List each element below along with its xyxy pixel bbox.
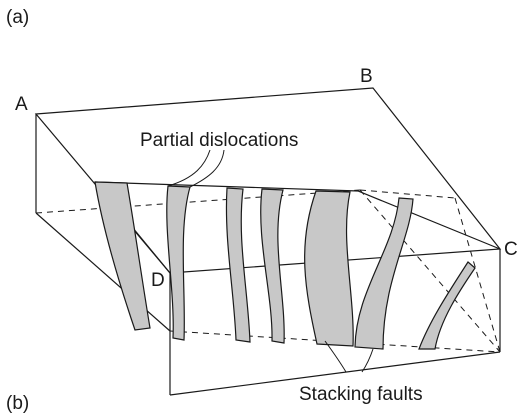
partial-dislocations-label: Partial dislocations — [140, 130, 298, 151]
stacking-fault-ribbons — [94, 181, 476, 350]
corner-label-d: D — [151, 270, 165, 291]
corner-label-a: A — [15, 94, 28, 115]
slip-plane-edges — [94, 181, 501, 274]
stacking-fault-ribbon — [225, 187, 251, 343]
stacking-fault-ribbon — [418, 261, 476, 350]
corner-label-b: B — [360, 66, 373, 87]
stacking-faults-label: Stacking faults — [299, 384, 423, 405]
stacking-fault-ribbon — [260, 188, 285, 344]
panel-label-a: (a) — [6, 7, 29, 28]
corner-label-c: C — [504, 239, 518, 260]
stacking-fault-ribbon — [304, 190, 354, 347]
stacking-fault-ribbon — [354, 197, 414, 350]
stacking-fault-ribbon — [166, 185, 191, 341]
stacking-fault-ribbon — [94, 181, 151, 331]
leader-lines — [167, 149, 374, 373]
panel-label-b: (b) — [6, 393, 29, 414]
